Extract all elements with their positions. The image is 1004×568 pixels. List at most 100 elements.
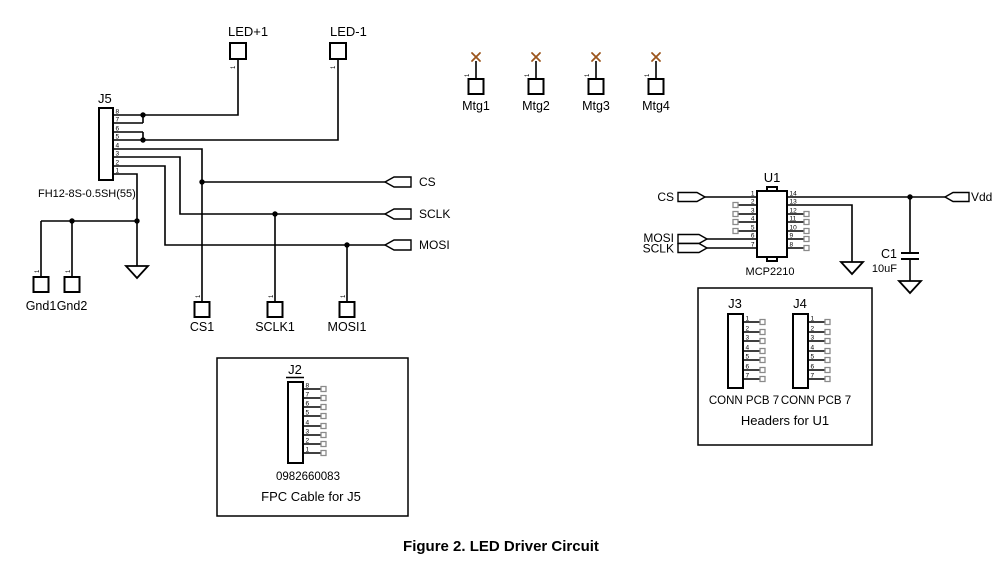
u1-mosi-net-label: MOSI — [643, 231, 674, 245]
j4-pin-number: 7 — [811, 373, 815, 380]
no-connect-squares — [803, 210, 810, 252]
pin-one-mark: 1 — [66, 269, 72, 273]
no-connect-squares — [824, 318, 831, 383]
vdd-net-label: Vdd — [971, 190, 992, 204]
j4-pin-stubs — [808, 321, 825, 380]
terminal-gnd2: 1 Gnd2 — [57, 269, 88, 313]
pin-one-mark: 1 — [341, 294, 347, 298]
j5-pin-number: 8 — [116, 109, 120, 116]
u1-pin-number: 13 — [790, 199, 798, 206]
pin-one-mark: 1 — [525, 73, 531, 77]
nets — [40, 59, 945, 302]
junction-dot — [344, 242, 350, 248]
j5-pin-number: 2 — [116, 160, 120, 167]
j3-body — [727, 313, 744, 389]
j5-pin-number: 4 — [116, 143, 120, 150]
net-flag-icon — [383, 176, 412, 188]
fpc-cable-box: J2 8 7 6 5 4 3 2 1 0982660083 FPC Cable … — [216, 357, 409, 517]
mosi1-label: MOSI1 — [328, 320, 367, 334]
j3-pin-number: 3 — [746, 335, 750, 342]
mtg2-label: Mtg2 — [522, 99, 550, 113]
led-minus-label: LED-1 — [330, 24, 367, 39]
pin-one-mark: 1 — [269, 294, 275, 298]
net-flag-icon — [677, 191, 707, 203]
terminal-mtg3: 1 Mtg3 — [582, 52, 610, 113]
j4-pin-number: 4 — [811, 345, 815, 352]
u1-pin-number: 11 — [790, 216, 797, 223]
j4-pin-number: 3 — [811, 335, 815, 342]
j2-refdes: J2 — [288, 362, 302, 377]
terminal-mtg4: 1 Mtg4 — [642, 52, 670, 113]
u1-right-nc-stubs — [787, 213, 804, 249]
group-outline — [697, 287, 873, 446]
capacitor-c1: C1 10uF — [872, 247, 919, 275]
j5-pin-number: 6 — [116, 126, 120, 133]
terminal-box — [467, 78, 485, 95]
j4-part-number: CONN PCB 7 — [781, 395, 851, 407]
terminal-box — [587, 78, 605, 95]
pin-one-mark: 1 — [35, 269, 41, 273]
ground-icon — [123, 265, 151, 280]
junction-dot — [140, 137, 146, 143]
net-flag-icon — [383, 239, 412, 251]
j3-pin-stubs — [743, 321, 760, 380]
net-cs-wire — [113, 148, 385, 302]
terminal-cs1: 1 CS1 — [190, 294, 214, 334]
terminal-box — [266, 301, 284, 318]
j5-part-number: FH12-8S-0.5SH(55) — [38, 188, 136, 200]
j2-part-number: 0982660083 — [276, 471, 340, 483]
net-gnd-left-wire — [40, 173, 138, 277]
j4-pin-number: 5 — [811, 354, 815, 361]
ground-icon — [838, 261, 866, 276]
j2-pin-number: 3 — [306, 429, 310, 436]
ground-icon — [896, 280, 924, 295]
pin-one-mark: 1 — [645, 73, 651, 77]
flag-cs: CS — [383, 175, 436, 189]
net-led-minus-wire — [113, 59, 339, 141]
connector-j5: J5 8 7 6 5 4 3 2 1 FH12-8S-0.5SH(55) — [38, 91, 136, 200]
cs1-label: CS1 — [190, 320, 214, 334]
mtg4-label: Mtg4 — [642, 99, 670, 113]
u1-pin-number: 6 — [751, 233, 755, 240]
terminal-mtg1: 1 Mtg1 — [462, 52, 490, 113]
sclk1-label: SCLK1 — [255, 320, 295, 334]
j2-pin-number: 5 — [306, 410, 310, 417]
headers-box-caption: Headers for U1 — [741, 413, 829, 428]
j2-pin-number: 7 — [306, 392, 310, 399]
u1-pin-number: 9 — [790, 233, 794, 240]
u1-part-number: MCP2210 — [746, 266, 795, 278]
pin-one-mark: 1 — [331, 65, 337, 69]
u1-top-tab — [766, 186, 778, 192]
no-connect-x-icon — [591, 52, 601, 62]
no-connect-squares — [320, 385, 327, 457]
j3-pin-number: 6 — [746, 364, 750, 371]
terminal-box — [32, 276, 50, 293]
j3-pin-number: 2 — [746, 326, 750, 333]
no-connect-squares — [759, 318, 766, 383]
j3-part-number: CONN PCB 7 — [709, 395, 779, 407]
j3-pin-number: 7 — [746, 373, 750, 380]
j5-pin-number: 7 — [116, 117, 120, 124]
u1-refdes: U1 — [764, 170, 781, 185]
terminal-led-plus: LED+1 1 — [228, 24, 268, 69]
terminal-led-minus: LED-1 1 — [329, 24, 367, 69]
j4-pin-number: 1 — [811, 316, 815, 323]
j5-body — [98, 107, 114, 181]
u1-pin-number: 14 — [790, 191, 798, 198]
u1-left-nc-stubs — [738, 204, 757, 232]
terminal-box — [63, 276, 81, 293]
u1-sclk-net-label: SCLK — [643, 242, 674, 256]
gnd2-label: Gnd2 — [57, 299, 88, 313]
u1-pin-number: 4 — [751, 216, 755, 223]
j4-pin-number: 6 — [811, 364, 815, 371]
flag-sclk: SCLK — [383, 207, 450, 221]
pin-one-mark: 1 — [196, 294, 202, 298]
j3-pin-number: 4 — [746, 345, 750, 352]
j2-pin-number: 1 — [306, 447, 310, 454]
j4-body — [792, 313, 809, 389]
terminal-mosi1: 1 MOSI1 — [328, 294, 367, 334]
j2-pin-number: 6 — [306, 401, 310, 408]
u1-bottom-tab — [766, 256, 778, 262]
